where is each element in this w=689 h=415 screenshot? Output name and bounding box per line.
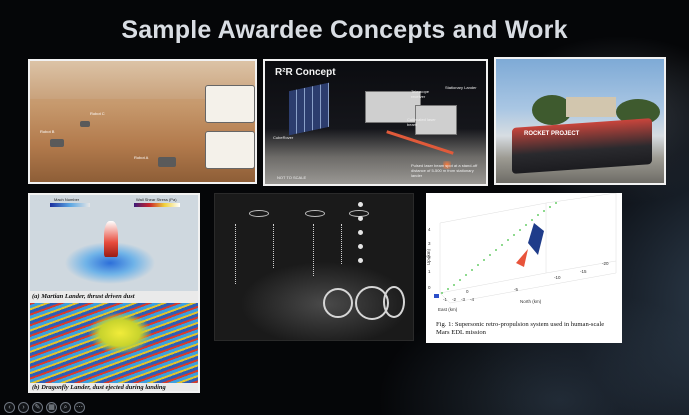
lander-plume	[104, 221, 118, 257]
trailer-sign: ROCKET PROJECT	[524, 131, 580, 137]
lander-dust-simulation-image: Mach Number Wall Shear Stress (Pa) (a) M…	[28, 193, 200, 393]
lab-facility-image	[214, 193, 414, 341]
caption-a: (a) Martian Lander, thrust driven dust	[32, 293, 135, 300]
descent-vehicle	[528, 223, 544, 255]
x-axis-label: East (km)	[438, 307, 458, 312]
y-tick: -10	[554, 275, 561, 280]
z-tick: 3	[428, 241, 431, 246]
r2r-label-spot: Pulsed laser beam spot at a stand-off di…	[411, 163, 478, 178]
r2r-label-laser: Collimated laser beam	[407, 117, 436, 127]
z-tick: 1	[428, 269, 431, 274]
x-tick: -3	[461, 297, 465, 302]
z-tick: 0	[428, 285, 431, 290]
rocket-project-trailer-image: ROCKET PROJECT	[494, 57, 666, 185]
x-tick: -1	[443, 297, 447, 302]
retro-plume	[516, 249, 528, 267]
solar-panel	[289, 82, 329, 136]
trailer-body	[512, 118, 652, 174]
zoom-button[interactable]: ⌕	[60, 402, 71, 413]
r2r-label-scale: NOT TO SCALE	[277, 175, 307, 180]
next-slide-button[interactable]: ›	[18, 402, 29, 413]
trajectory-figure: 0 1 2 3 4 Up (km) -1 -2 -3 -4 East (km) …	[426, 193, 622, 343]
robot-label-c: Robot C	[90, 111, 105, 116]
callout-box-bottom	[205, 131, 255, 169]
r2r-label-cuberover: CubeRover	[273, 135, 294, 140]
y-tick: -20	[602, 261, 609, 266]
shear-colorbar-label: Wall Shear Stress (Pa)	[136, 197, 177, 202]
r2r-label-stationary: Stationary Lander	[445, 85, 477, 90]
mach-colorbar-label: Mach Number	[54, 197, 80, 202]
r2r-concept-image: R²R Concept Stationary Lander Telescope …	[263, 59, 488, 186]
x-tick: -2	[452, 297, 456, 302]
slides-grid-button[interactable]: ▦	[46, 402, 57, 413]
trajectory-plot: 0 1 2 3 4 Up (km) -1 -2 -3 -4 East (km) …	[426, 193, 617, 312]
rover-wheel	[383, 286, 405, 318]
presentation-toolbar: ‹ › ✎ ▦ ⌕ ⋯	[4, 402, 85, 413]
caption-b: (b) Dragonfly Lander, dust ejected durin…	[32, 384, 166, 391]
callout-box-top	[205, 85, 255, 123]
robot-label-a: Robot A	[134, 155, 149, 160]
pen-tool-button[interactable]: ✎	[32, 402, 43, 413]
trajectory-path	[441, 202, 557, 294]
slide-title: Sample Awardee Concepts and Work	[121, 16, 568, 44]
more-options-button[interactable]: ⋯	[74, 402, 85, 413]
y-axis-label: North (km)	[520, 299, 542, 304]
lander-body	[365, 91, 421, 123]
prev-slide-button[interactable]: ‹	[4, 402, 15, 413]
z-tick: 4	[428, 227, 431, 232]
landing-site	[434, 294, 439, 298]
shear-colorbar	[134, 203, 180, 207]
r2r-label-telescope: Telescope receiver	[411, 89, 430, 99]
y-tick: -5	[514, 287, 518, 292]
r2r-heading: R²R Concept	[275, 67, 336, 78]
robot-label-b: Robot B	[40, 129, 55, 134]
y-tick: 0	[466, 289, 469, 294]
x-tick: -4	[470, 297, 474, 302]
dragonfly-lander-simulation	[30, 303, 198, 383]
mars-robots-image: Robot B Robot C Robot A	[28, 59, 257, 184]
z-axis-label: Up (km)	[426, 249, 431, 265]
z-tick: 2	[428, 255, 431, 260]
y-tick: -15	[580, 269, 587, 274]
mach-colorbar	[50, 203, 90, 207]
rover-wheel	[323, 288, 353, 318]
trajectory-caption: Fig. 1: Supersonic retro-propulsion syst…	[436, 321, 605, 336]
stationary-lander	[415, 105, 457, 135]
